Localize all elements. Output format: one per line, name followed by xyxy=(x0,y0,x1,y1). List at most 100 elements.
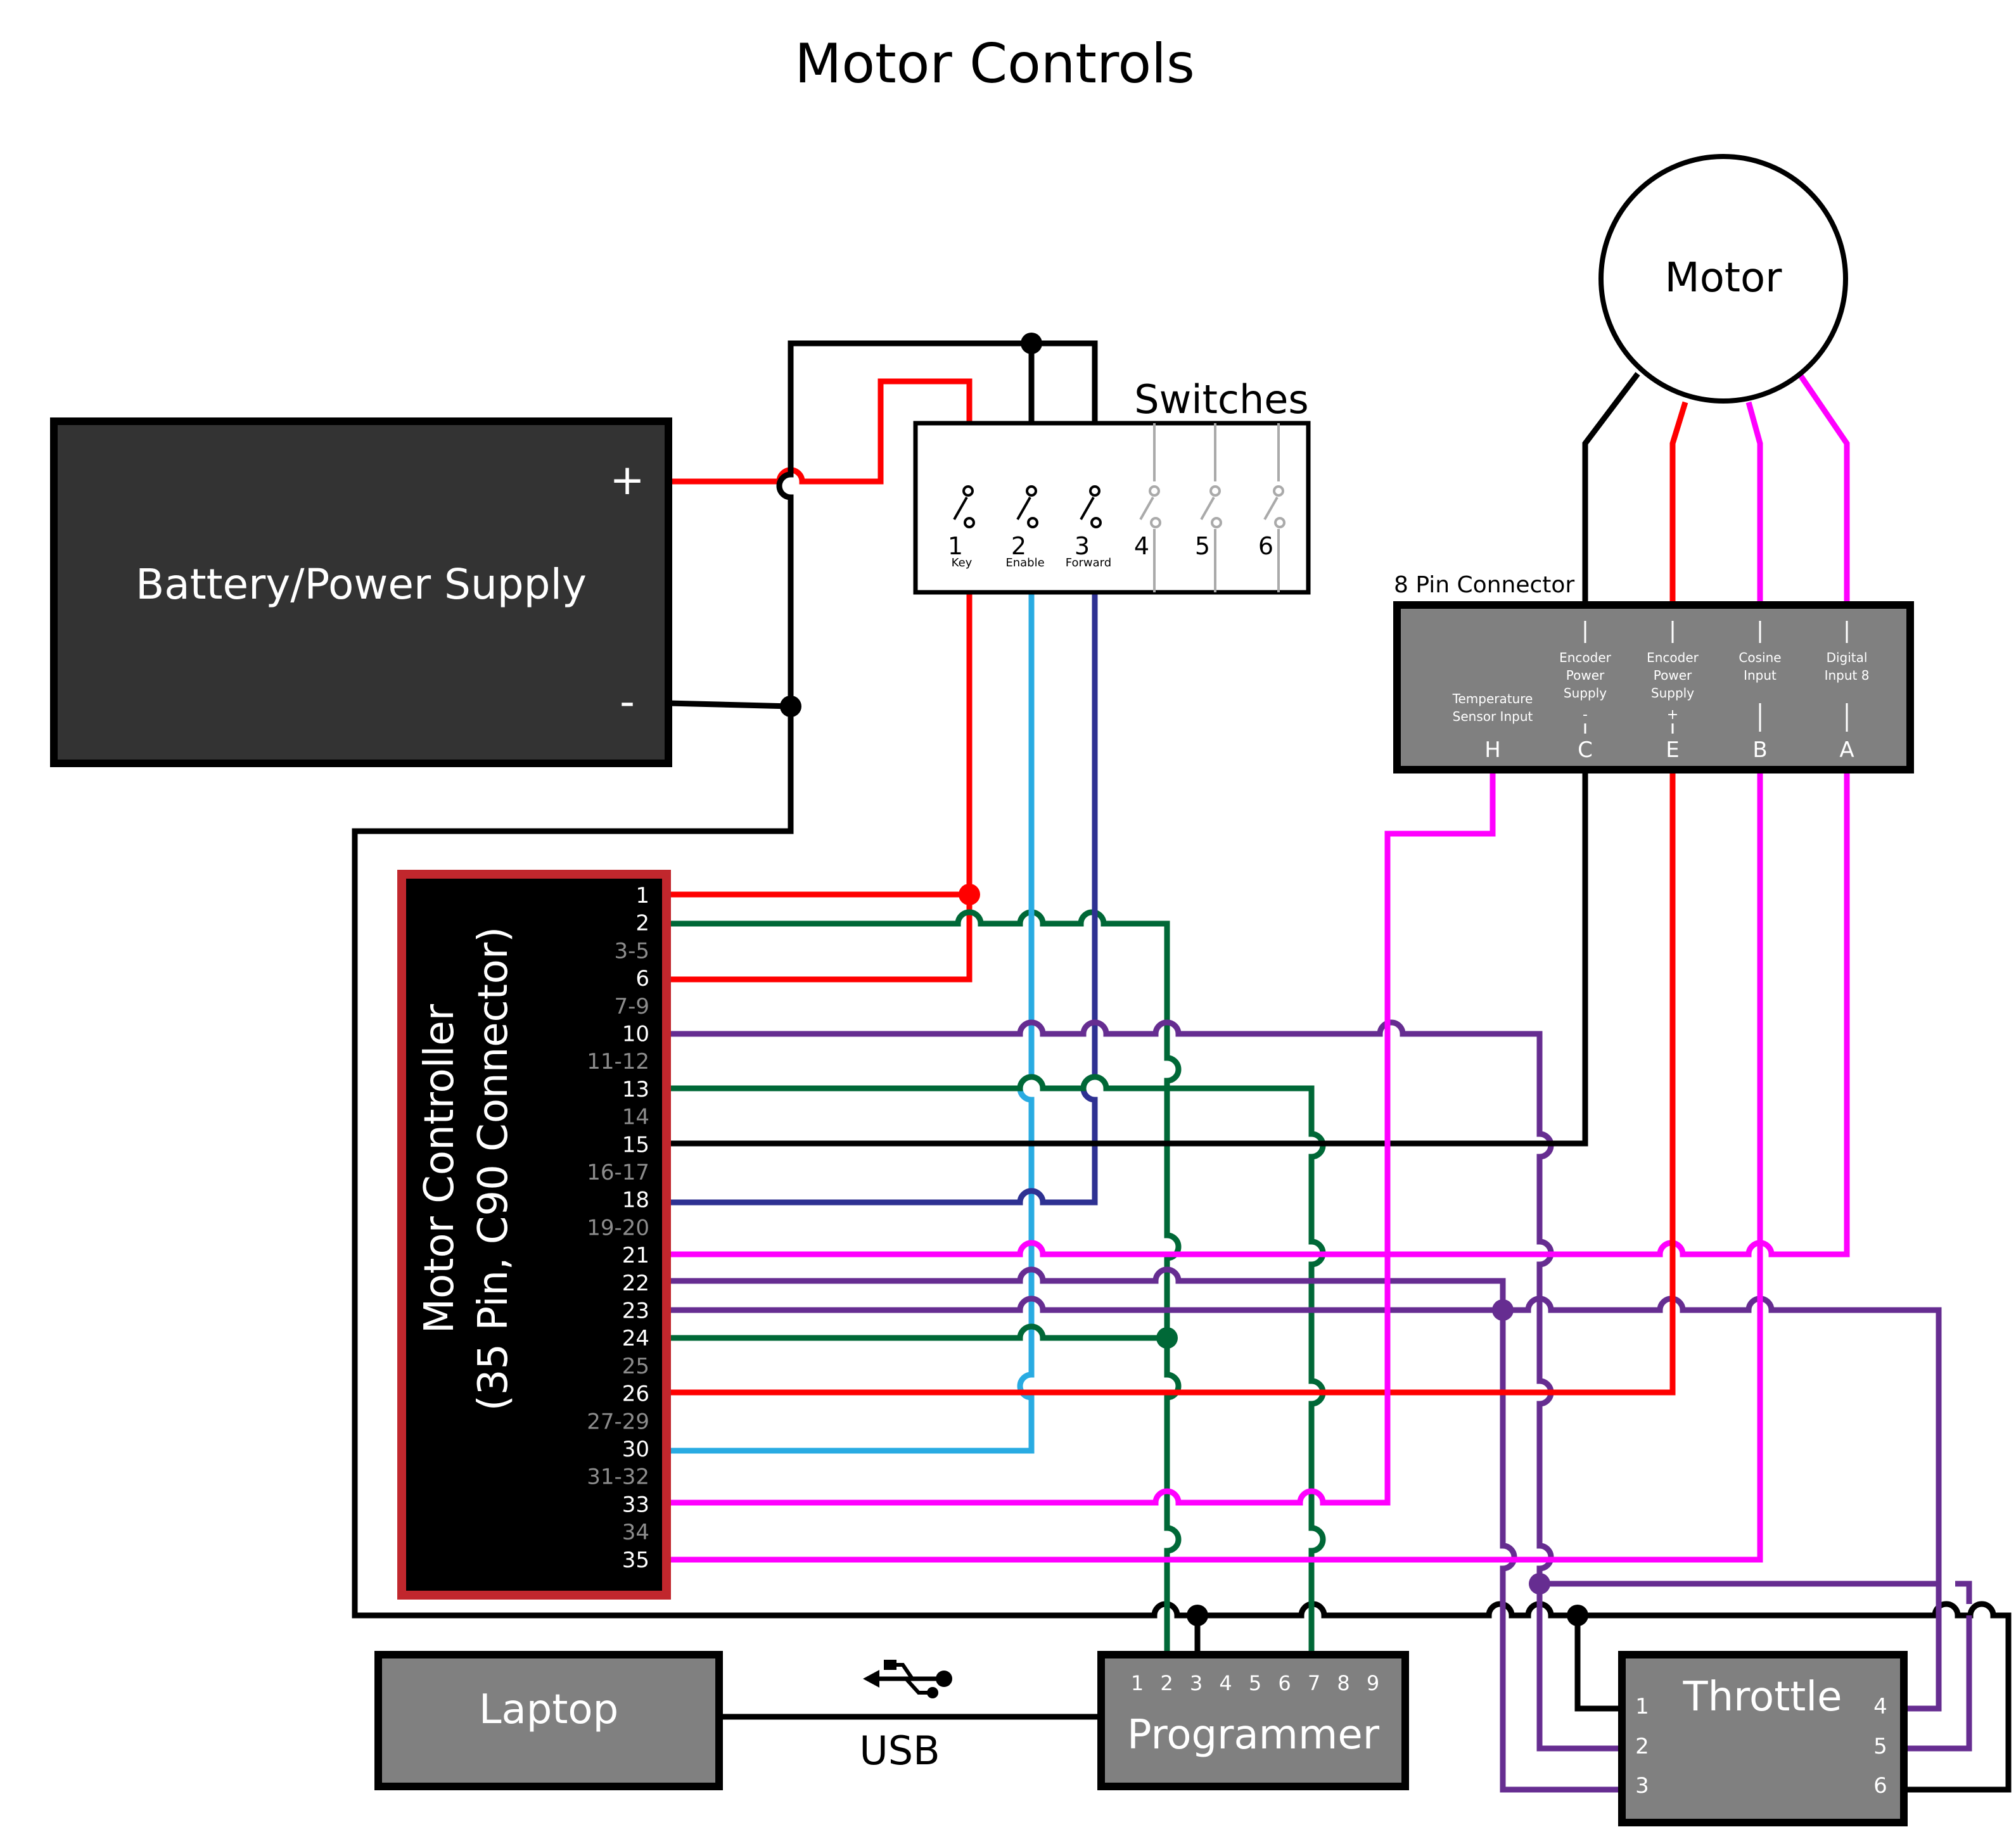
junction-dot xyxy=(959,884,980,905)
wires xyxy=(352,340,2012,1793)
motor-circle xyxy=(1598,154,1848,404)
switch-number: 2 xyxy=(1011,532,1026,560)
motor-controller: Motor Controller (35 Pin, C90 Connector)… xyxy=(397,870,671,1600)
connector-box xyxy=(1393,601,1914,773)
controller-pin-label: 21 xyxy=(622,1243,649,1268)
controller-pin-label: 35 xyxy=(622,1548,649,1573)
throttle-box xyxy=(1618,1651,1908,1826)
junction-dot xyxy=(1529,1573,1550,1595)
connector-pin-sign: + xyxy=(1667,707,1678,723)
controller-pin-label: 23 xyxy=(622,1299,649,1324)
controller-label-line1: Motor Controller xyxy=(416,1003,463,1334)
wire-pin33 xyxy=(668,770,1496,1506)
wire-motor-magenta-a xyxy=(1797,372,1850,605)
battery-box xyxy=(50,417,672,767)
switch-number: 3 xyxy=(1075,532,1090,560)
controller-label-line2: (35 Pin, C90 Connector) xyxy=(470,927,517,1411)
programmer-label: Programmer xyxy=(1127,1712,1380,1759)
switch-number: 4 xyxy=(1134,532,1149,560)
switch-number: 1 xyxy=(948,532,963,560)
connector-pin-letter: H xyxy=(1484,737,1501,763)
throttle-pin-label: 4 xyxy=(1873,1694,1887,1719)
wire-motor-magenta-b xyxy=(1745,401,1763,605)
controller-pin-label: 1 xyxy=(635,883,649,908)
controller-pin-label: 6 xyxy=(635,966,649,991)
controller-pin-label: 10 xyxy=(622,1022,649,1047)
junction-dot xyxy=(1492,1299,1514,1321)
controller-pin-label: 34 xyxy=(622,1520,649,1545)
wire-motor-black xyxy=(1582,372,1640,605)
motor-label: Motor xyxy=(1665,255,1783,302)
connector-pin-desc: Power xyxy=(1654,668,1692,683)
usb-label: USB xyxy=(859,1728,940,1774)
switch-6[interactable]: 6 xyxy=(1258,423,1286,592)
connector-title: 8 Pin Connector xyxy=(1394,572,1574,598)
controller-pin-label: 3-5 xyxy=(614,938,649,964)
connector-pin-letter: E xyxy=(1666,737,1679,763)
wire-battery-minus xyxy=(668,700,791,710)
controller-pin-label: 24 xyxy=(622,1326,649,1351)
programmer-pin-label: 8 xyxy=(1337,1671,1349,1695)
connector-pin-letter: C xyxy=(1578,737,1593,763)
programmer-pin-label: 3 xyxy=(1190,1671,1203,1695)
battery-power-supply: Battery/Power Supply + - xyxy=(50,417,672,767)
switch-5[interactable]: 5 xyxy=(1195,423,1222,592)
wire-pin10 xyxy=(668,1019,1622,1752)
controller-pin-label: 30 xyxy=(622,1437,649,1462)
junction-dot xyxy=(1187,1605,1208,1626)
junction-dot xyxy=(780,696,801,717)
connector-pin-desc: Supply xyxy=(1564,685,1607,701)
switch-number: 5 xyxy=(1195,532,1210,560)
controller-pin-label: 27-29 xyxy=(587,1409,649,1434)
motor: Motor xyxy=(1598,154,1848,404)
switches-box xyxy=(913,421,1311,595)
controller-pin-label: 11-12 xyxy=(587,1049,649,1074)
switch-name: Forward xyxy=(1066,556,1111,570)
programmer-pin-label: 6 xyxy=(1278,1671,1291,1695)
wire-enable xyxy=(668,592,1035,1454)
switch-name: Enable xyxy=(1005,556,1044,570)
programmer-pin-label: 7 xyxy=(1308,1671,1320,1695)
connector-pin-desc: Cosine xyxy=(1738,650,1781,665)
wire-pin15 xyxy=(668,770,1588,1147)
controller-pin-label: 26 xyxy=(622,1382,649,1407)
wire-motor-red xyxy=(1669,401,1688,605)
junction-dots xyxy=(780,333,1588,1626)
programmer-pin-label: 2 xyxy=(1160,1671,1173,1695)
connector-pin-sign: - xyxy=(1583,707,1588,723)
laptop-label: Laptop xyxy=(479,1686,618,1733)
programmer-pin-label: 1 xyxy=(1131,1671,1144,1695)
connector-pin-letter: B xyxy=(1752,737,1767,763)
controller-pin-labels: 123-567-91011-1213141516-171819-20212223… xyxy=(587,883,649,1573)
wire-pin2 xyxy=(668,909,1182,1653)
connector-pin-desc: Supply xyxy=(1651,685,1694,701)
connector-pin-desc: Temperature xyxy=(1452,691,1533,706)
throttle-pin-label: 1 xyxy=(1635,1694,1649,1719)
controller-pin-label: 7-9 xyxy=(614,994,649,1019)
programmer-box xyxy=(1097,1651,1409,1790)
throttle-pin-label: 2 xyxy=(1635,1734,1649,1759)
throttle-pin-label: 3 xyxy=(1635,1773,1649,1798)
switches-title: Switches xyxy=(1134,376,1308,423)
controller-box xyxy=(397,870,671,1600)
connector-pin-desc: Sensor Input xyxy=(1453,709,1533,724)
switch-4[interactable]: 4 xyxy=(1134,423,1161,592)
connector-pin-desc: Encoder xyxy=(1647,650,1699,665)
controller-pin-label: 33 xyxy=(622,1492,649,1517)
controller-pin-label: 14 xyxy=(622,1105,649,1130)
